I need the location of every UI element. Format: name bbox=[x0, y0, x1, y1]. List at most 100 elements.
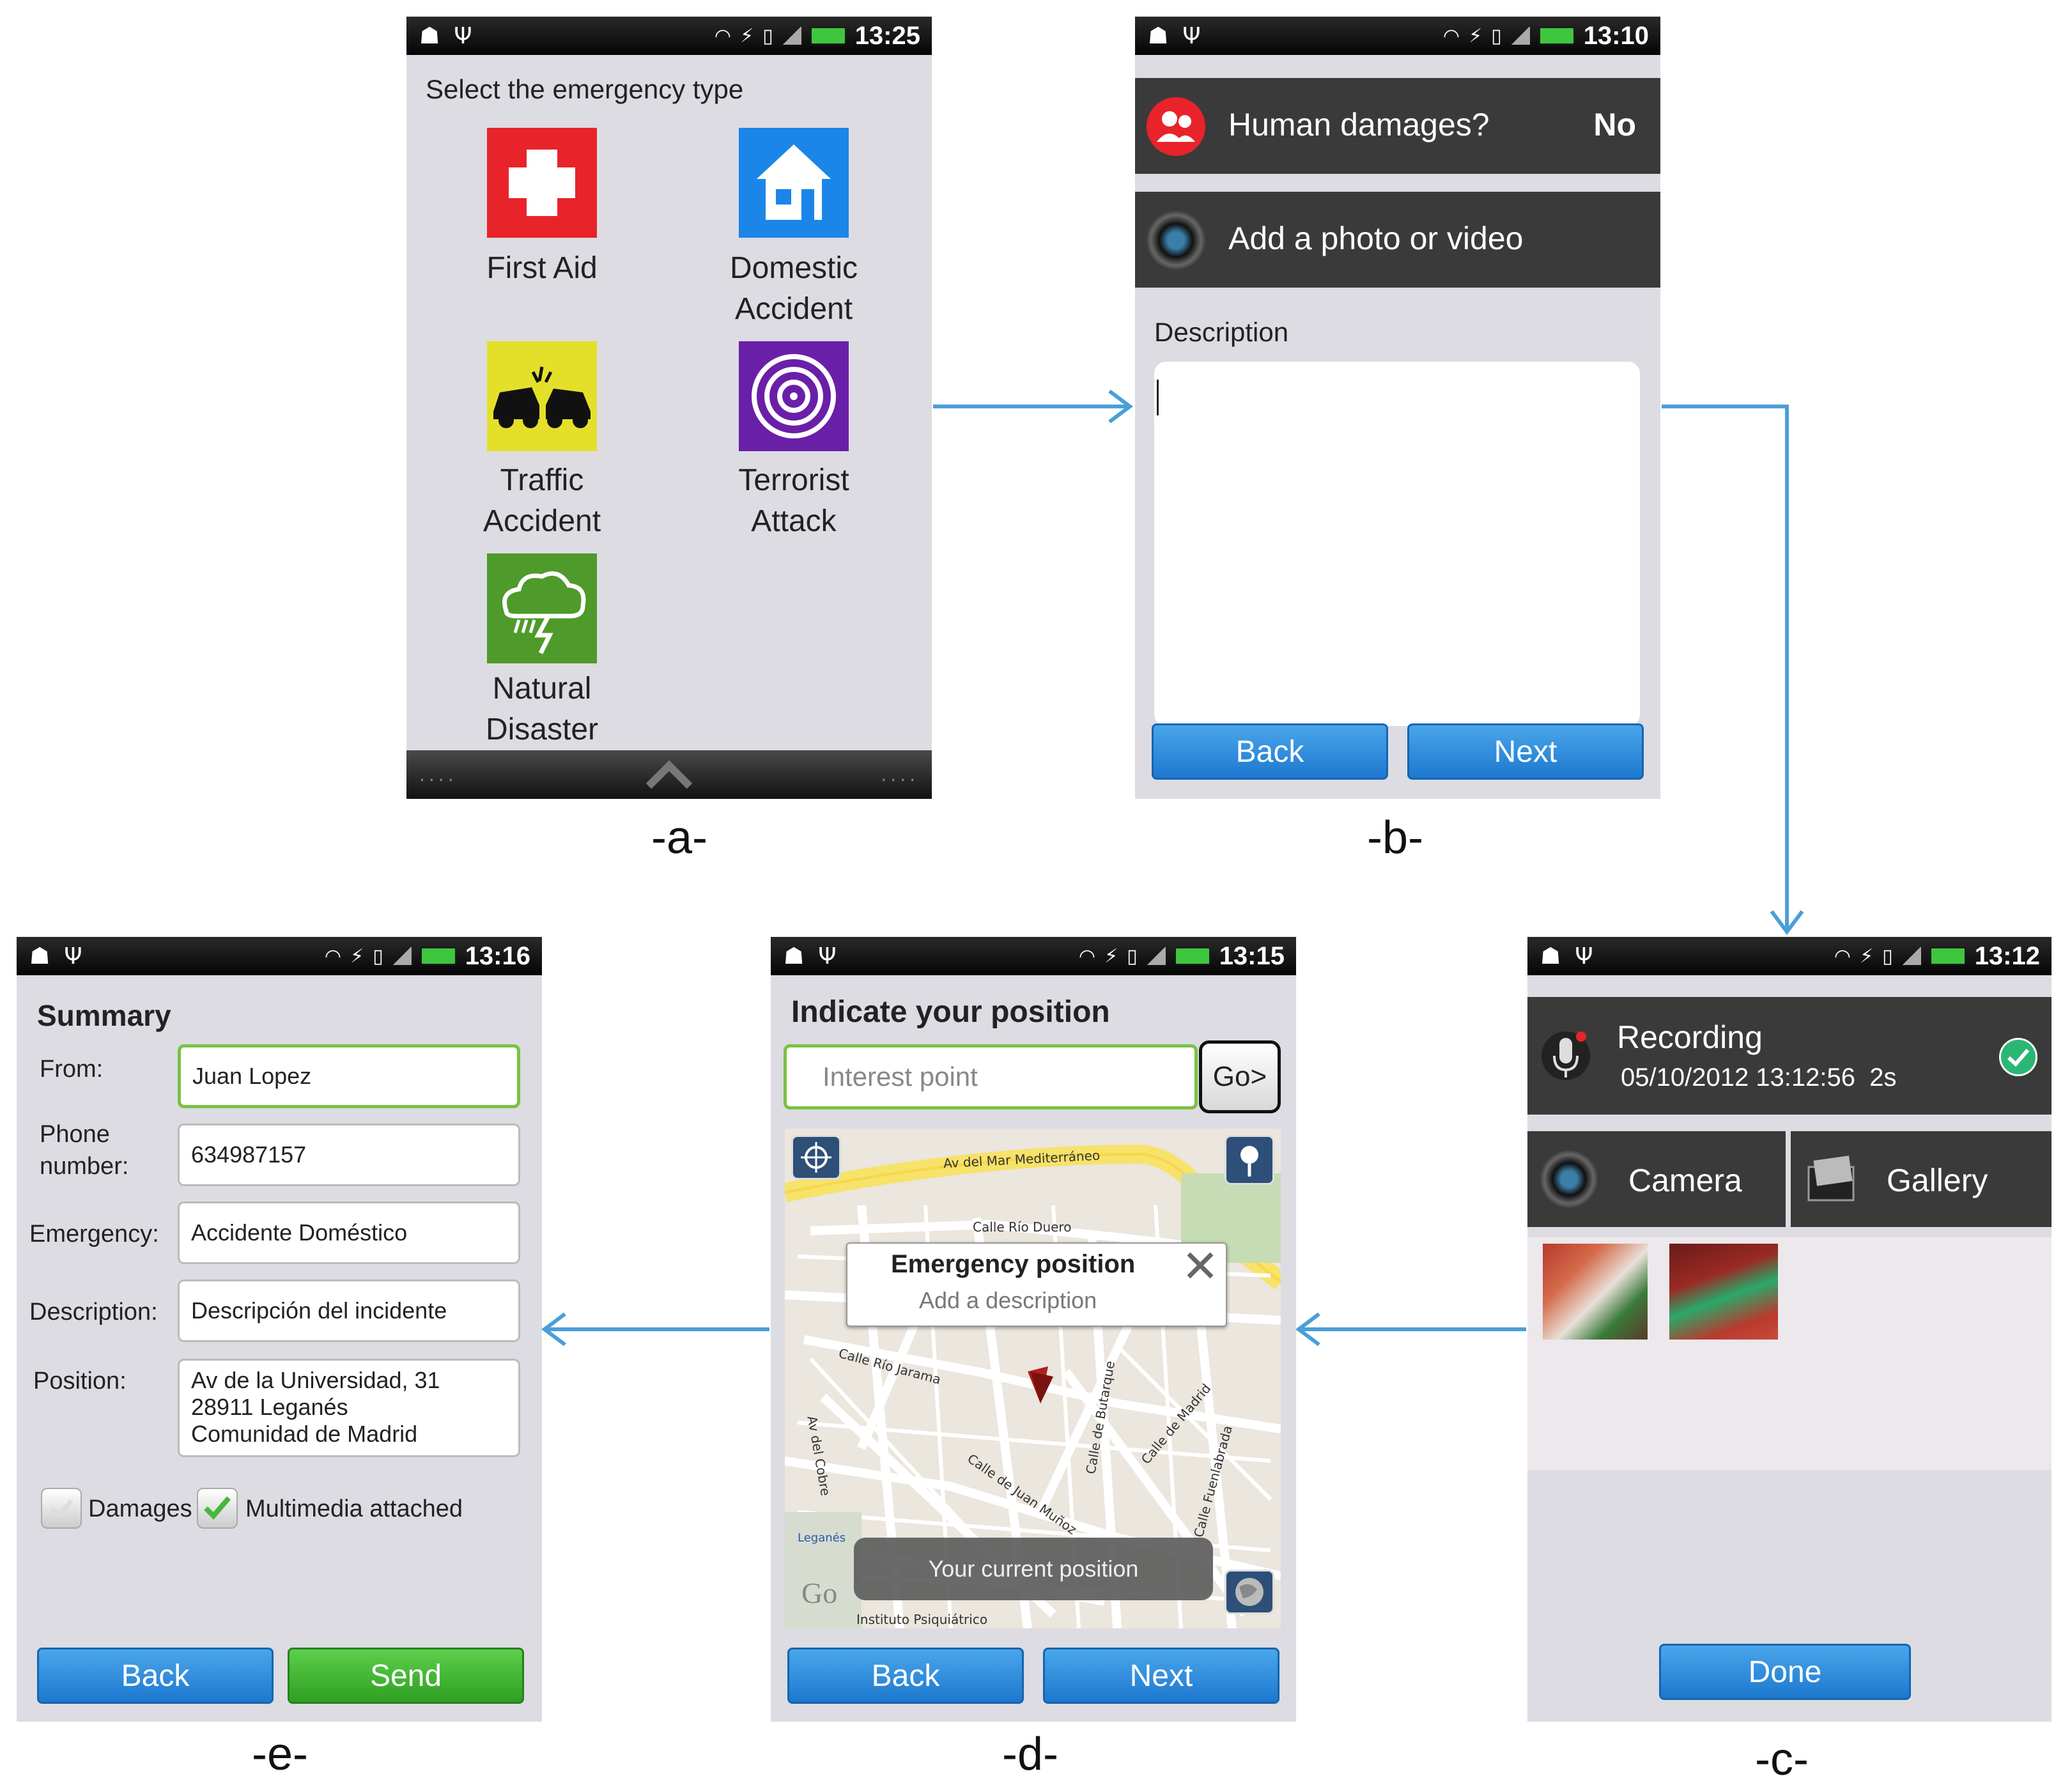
interest-point-input[interactable]: Interest point bbox=[784, 1044, 1198, 1109]
popup-subtitle: Add a description bbox=[919, 1287, 1097, 1313]
done-button[interactable]: Done bbox=[1659, 1644, 1911, 1700]
emergency-label: Emergency: bbox=[29, 1221, 159, 1247]
emergency-field[interactable]: Accidente Doméstico bbox=[178, 1201, 520, 1264]
add-media-label: Add a photo or video bbox=[1228, 220, 1524, 256]
caption-b: -b- bbox=[1367, 812, 1423, 863]
target-icon[interactable] bbox=[739, 341, 849, 451]
gallery-icon bbox=[1802, 1150, 1860, 1208]
sim-icon: ▯ bbox=[762, 24, 773, 47]
back-button[interactable]: Back bbox=[1152, 723, 1388, 780]
damages-checkbox[interactable] bbox=[41, 1488, 82, 1529]
from-label: From: bbox=[40, 1056, 104, 1083]
back-button[interactable]: Back bbox=[37, 1648, 274, 1704]
sync-icon: ⚡ bbox=[740, 24, 754, 47]
map-logo: Go bbox=[801, 1577, 838, 1609]
photo-thumbnail[interactable] bbox=[1669, 1244, 1778, 1340]
usb-icon: Ψ bbox=[1182, 22, 1201, 49]
caption-a: -a- bbox=[651, 812, 707, 863]
caption-c: -c- bbox=[1755, 1734, 1809, 1785]
position-label: Position: bbox=[33, 1368, 127, 1394]
description-textarea[interactable] bbox=[1154, 362, 1640, 726]
human-damages-value: No bbox=[1593, 107, 1636, 143]
caption-d: -d- bbox=[1002, 1729, 1058, 1780]
wifi-icon: ◠ bbox=[1834, 945, 1851, 968]
usb-icon: Ψ bbox=[64, 943, 82, 969]
multimedia-checkbox[interactable] bbox=[197, 1488, 238, 1529]
place-label: Instituto Psiquiátrico bbox=[856, 1612, 988, 1627]
from-field[interactable]: Juan Lopez bbox=[178, 1044, 520, 1108]
map-view[interactable]: Emergency position Add a description Av … bbox=[785, 1129, 1281, 1628]
caption-e: -e- bbox=[252, 1729, 308, 1780]
recording-title: Recording bbox=[1617, 1019, 1763, 1055]
usb-icon: Ψ bbox=[1575, 943, 1593, 969]
screen-e: ☗Ψ ◠⚡▯13:16 Summary From: Juan Lopez Pho… bbox=[17, 937, 542, 1722]
clock: 13:10 bbox=[1583, 21, 1649, 50]
place-label: Leganés bbox=[798, 1531, 846, 1545]
signal-icon bbox=[1510, 27, 1530, 45]
globe-icon[interactable] bbox=[1225, 1570, 1274, 1614]
close-icon[interactable] bbox=[1184, 1249, 1217, 1282]
chevron-up-icon[interactable] bbox=[644, 754, 695, 792]
recording-item[interactable]: Recording 05/10/2012 13:12:56 2s bbox=[1527, 997, 2051, 1115]
android-icon: ☗ bbox=[29, 943, 50, 969]
house-icon[interactable] bbox=[739, 128, 849, 238]
wifi-icon: ◠ bbox=[714, 24, 732, 47]
signal-icon bbox=[1901, 947, 1921, 965]
text-cursor bbox=[1157, 380, 1159, 415]
clock: 13:25 bbox=[854, 21, 920, 50]
battery-icon bbox=[1929, 947, 1966, 965]
sim-icon: ▯ bbox=[1882, 945, 1893, 968]
screen-a: ☗Ψ ◠⚡▯13:25 Select the emergency type Fi… bbox=[406, 17, 932, 799]
phone-field[interactable]: 634987157 bbox=[178, 1124, 520, 1186]
sim-icon: ▯ bbox=[1127, 945, 1138, 968]
android-icon: ☗ bbox=[784, 943, 805, 969]
status-bar: ☗Ψ ◠⚡▯13:12 bbox=[1527, 937, 2051, 975]
wifi-icon: ◠ bbox=[1442, 24, 1460, 47]
popup-title: Emergency position bbox=[891, 1250, 1136, 1278]
sync-icon: ⚡ bbox=[350, 945, 364, 968]
app-drawer-bar[interactable]: ···· ···· bbox=[406, 750, 932, 799]
my-location-icon[interactable] bbox=[791, 1135, 841, 1180]
next-button[interactable]: Next bbox=[1043, 1648, 1279, 1704]
map-pin-icon[interactable] bbox=[1225, 1135, 1274, 1185]
wifi-icon: ◠ bbox=[324, 945, 342, 968]
screen-b: ☗Ψ ◠⚡▯13:10 Human damages? No Add a phot… bbox=[1135, 17, 1660, 799]
signal-icon bbox=[1146, 947, 1166, 965]
go-button[interactable]: Go> bbox=[1199, 1040, 1281, 1113]
human-damages-toggle[interactable]: Human damages? No bbox=[1135, 78, 1660, 174]
map-popup[interactable]: Emergency position Add a description bbox=[846, 1242, 1227, 1327]
status-bar: ☗Ψ ◠⚡▯13:25 bbox=[406, 17, 932, 55]
description-label: Description: bbox=[29, 1299, 158, 1325]
next-button[interactable]: Next bbox=[1407, 723, 1644, 780]
multimedia-label: Multimedia attached bbox=[245, 1495, 463, 1522]
back-button[interactable]: Back bbox=[787, 1648, 1024, 1704]
page-title: Summary bbox=[37, 999, 171, 1032]
send-button[interactable]: Send bbox=[288, 1648, 524, 1704]
car-crash-icon[interactable] bbox=[487, 341, 597, 451]
battery-icon bbox=[420, 947, 456, 965]
photo-thumbnail[interactable] bbox=[1543, 1244, 1648, 1340]
battery-icon bbox=[1538, 27, 1575, 45]
screen-d: ☗Ψ ◠⚡▯13:15 Indicate your position Inter… bbox=[771, 937, 1296, 1722]
add-media-button[interactable]: Add a photo or video bbox=[1135, 192, 1660, 288]
sync-icon: ⚡ bbox=[1104, 945, 1118, 968]
human-damages-label: Human damages? bbox=[1228, 107, 1490, 143]
people-icon bbox=[1147, 97, 1205, 156]
gallery-button[interactable]: Gallery bbox=[1791, 1131, 2051, 1227]
emergency-type-header: Select the emergency type bbox=[426, 74, 744, 104]
first-aid-label: First Aid bbox=[486, 251, 598, 285]
damages-label: Damages bbox=[88, 1495, 192, 1522]
android-icon: ☗ bbox=[419, 22, 440, 49]
camera-button[interactable]: Camera bbox=[1527, 1131, 1786, 1227]
first-aid-icon[interactable] bbox=[487, 128, 597, 238]
current-position-toast: Your current position bbox=[854, 1538, 1213, 1600]
storm-cloud-icon[interactable] bbox=[487, 553, 597, 663]
sync-icon: ⚡ bbox=[1469, 24, 1483, 47]
android-icon: ☗ bbox=[1148, 22, 1169, 49]
description-field[interactable]: Descripción del incidente bbox=[178, 1279, 520, 1342]
